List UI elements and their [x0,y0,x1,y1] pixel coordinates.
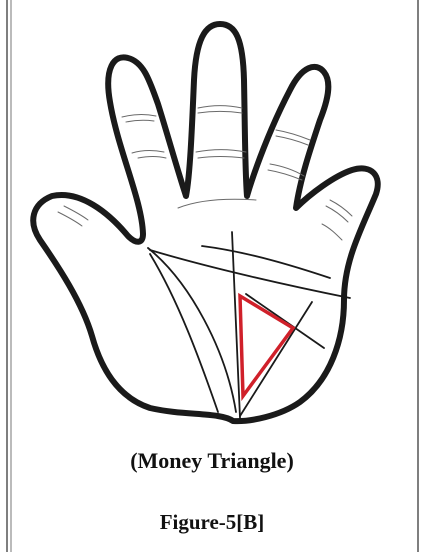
heart-line [202,246,330,278]
hand-outline [33,24,377,421]
finger-creases [58,106,352,240]
fate-line [232,232,240,418]
figure-label: Figure-5[B] [0,510,424,535]
diagram-caption: (Money Triangle) [0,448,424,474]
inner-curve-line [150,254,218,412]
